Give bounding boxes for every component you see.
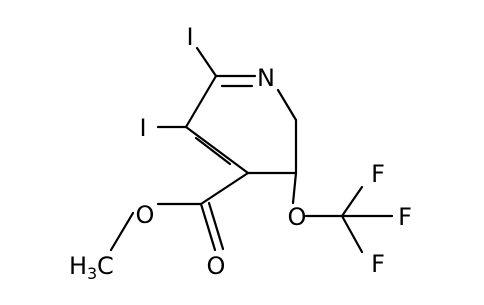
bonds: [109, 46, 394, 254]
bond-c2-i: [195, 46, 218, 78]
atom-iodine-top: I: [186, 23, 193, 51]
atom-fluorine-top: F: [371, 160, 385, 188]
atom-oxygen-ester: O: [136, 201, 155, 229]
bond-c4-c3-double: [194, 136, 232, 166]
atom-labels: I I N O O O F F F H 3 C: [69, 23, 412, 283]
atom-methyl-h: H: [69, 252, 87, 280]
bond-c5-oether: [291, 171, 298, 205]
atom-methyl-c: C: [97, 252, 114, 280]
atom-fluorine-right: F: [398, 203, 412, 231]
bond-c4-ccarbonyl: [199, 171, 250, 206]
atom-nitrogen: N: [257, 64, 275, 92]
atom-methyl-subscript: 3: [87, 264, 97, 283]
bond-c3-c2: [184, 74, 218, 129]
atom-iodine-left: I: [139, 114, 146, 142]
bond-c-fbottom: [340, 214, 364, 254]
atom-oxygen-carbonyl: O: [207, 252, 226, 280]
bond-oester-ch3: [109, 211, 135, 252]
bond-c-ftop: [340, 185, 364, 218]
bond-c-ocarbonyl-double: [207, 201, 225, 251]
bond-c4-c3: [184, 125, 250, 175]
atom-oxygen-ether: O: [288, 203, 307, 231]
bond-n-c6: [276, 88, 298, 122]
atom-fluorine-bottom: F: [371, 250, 385, 278]
bond-c-ocarbonyl: [199, 202, 217, 252]
